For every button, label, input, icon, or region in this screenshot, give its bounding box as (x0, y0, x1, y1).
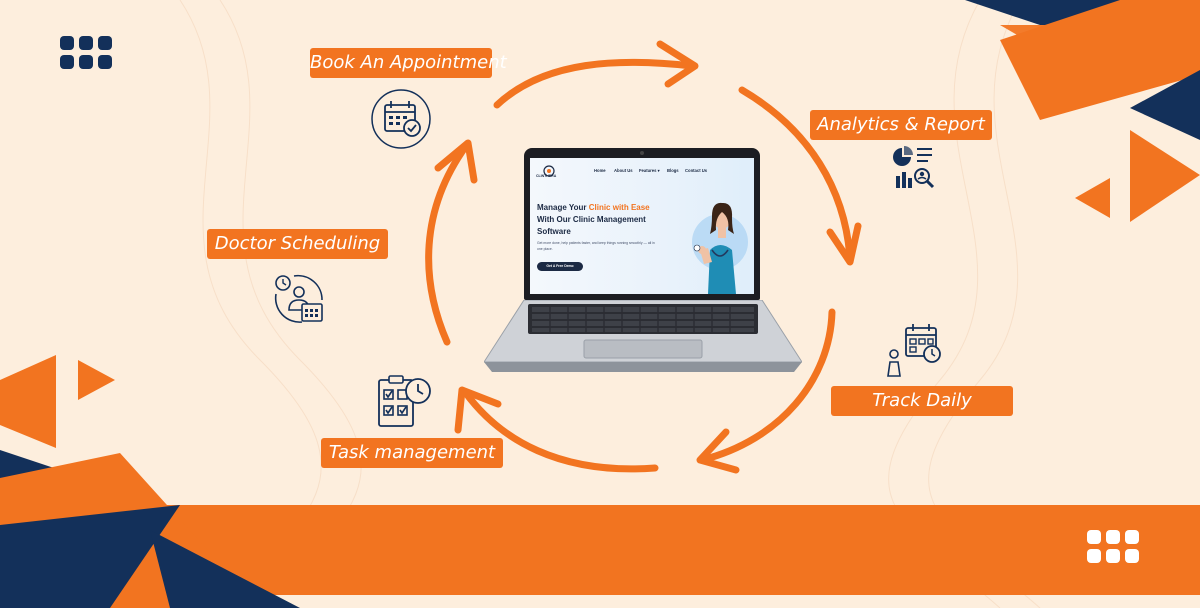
analytics-report-icon (893, 146, 935, 189)
laptop-screen-frame: CLINTHERA Home About Us Features ▾ Blogs… (524, 148, 760, 300)
step-analytics-report: Analytics & Report (810, 110, 992, 140)
nav-features[interactable]: Features ▾ (639, 168, 660, 173)
nav-home[interactable]: Home (594, 168, 606, 173)
step-task-management: Task management (321, 438, 503, 468)
track-daily-icon (887, 324, 941, 377)
task-clipboard-icon (378, 375, 431, 427)
nav-contact[interactable]: Contact Us (685, 168, 708, 173)
step-track-daily: Track Daily (831, 386, 1013, 416)
step-book-appointment: Book An Appointment (310, 48, 507, 78)
free-demo-button[interactable]: Get A Free Demo (537, 262, 583, 271)
hero-tagline: Get more done, help patients faster, and… (537, 241, 655, 251)
website-brand: CLINTHERA (536, 174, 557, 178)
doctor-schedule-icon (274, 274, 323, 323)
dots-grid-icon (60, 36, 112, 69)
laptop-keyboard-base (484, 300, 802, 372)
nav-about[interactable]: About Us (614, 168, 633, 173)
doctor-illustration (692, 202, 748, 294)
dots-grid-icon (1087, 530, 1139, 563)
step-doctor-scheduling: Doctor Scheduling (207, 229, 388, 259)
nav-blogs[interactable]: Blogs (667, 168, 679, 173)
website-preview: CLINTHERA Home About Us Features ▾ Blogs… (530, 158, 754, 294)
website-nav: CLINTHERA Home About Us Features ▾ Blogs… (530, 158, 754, 182)
clinic-logo-icon (543, 165, 555, 177)
webcam (640, 151, 644, 155)
calendar-check-icon (371, 89, 431, 149)
laptop: CLINTHERA Home About Us Features ▾ Blogs… (484, 148, 802, 374)
hero-headline: Manage Your Clinic with Ease With Our Cl… (537, 203, 650, 236)
